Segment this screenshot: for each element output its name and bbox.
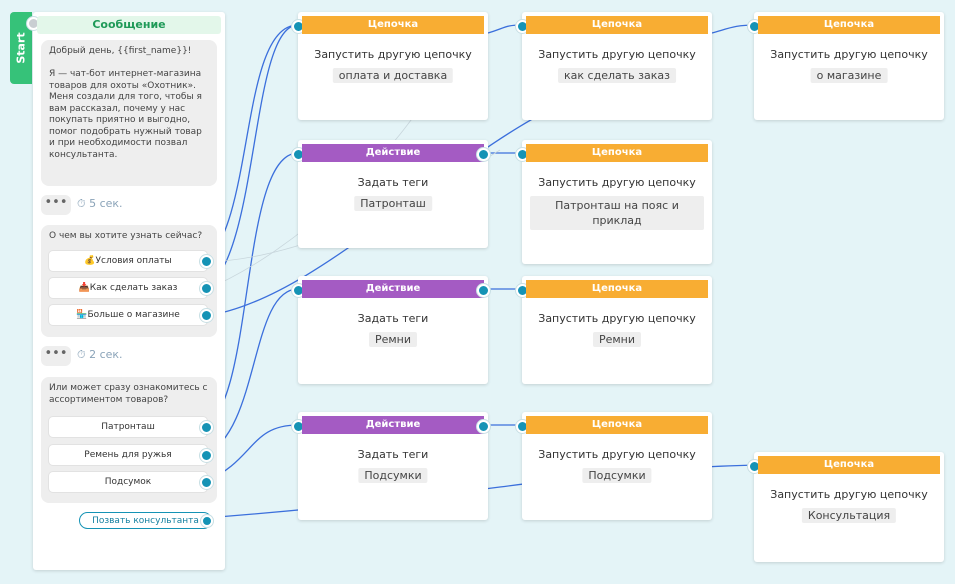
node-header: Цепочка xyxy=(758,456,940,474)
node-header: Действие xyxy=(302,144,484,162)
node-action-podsumki[interactable]: Действие Задать теги Подсумки xyxy=(292,412,490,520)
wait-duration: 5 сек. xyxy=(89,197,123,210)
message-card[interactable]: Сообщение Добрый день, {{first_name}}! Я… xyxy=(27,12,225,570)
button-label: Как сделать заказ xyxy=(89,283,178,293)
shop-icon: 🏪 xyxy=(76,310,88,320)
node-tag: Подсумки xyxy=(582,468,652,483)
node-tag: Патронташ на пояс и приклад xyxy=(530,196,704,230)
box-icon: 📥 xyxy=(78,283,90,293)
timer-readout: ⏱ 2 сек. xyxy=(77,348,123,362)
button-how-to-order[interactable]: 📥Как сделать заказ xyxy=(49,278,213,298)
node-header: Цепочка xyxy=(302,16,484,34)
wait-duration: 2 сек. xyxy=(89,348,123,361)
node-action-remni[interactable]: Действие Задать теги Ремни xyxy=(292,276,490,384)
question-1-text: О чем вы хотите узнать сейчас? xyxy=(49,231,203,241)
node-chain-consultation[interactable]: Цепочка Запустить другую цепочку Консуль… xyxy=(748,452,944,562)
stopwatch-icon: ⏱ xyxy=(77,348,86,361)
button-label: Больше о магазине xyxy=(87,310,180,320)
button-payment-terms[interactable]: 💰Условия оплаты xyxy=(49,251,213,271)
button-remen[interactable]: Ремень для ружья xyxy=(49,445,213,465)
button-about-shop[interactable]: 🏪Больше о магазине xyxy=(49,305,213,325)
node-header: Цепочка xyxy=(758,16,940,34)
node-chain-payment[interactable]: Цепочка Запустить другую цепочку оплата … xyxy=(292,12,488,120)
button-patrontash[interactable]: Патронташ xyxy=(49,417,213,437)
stopwatch-icon: ⏱ xyxy=(77,197,86,210)
node-tag: Ремни xyxy=(592,332,642,347)
node-chain-about-shop[interactable]: Цепочка Запустить другую цепочку о магаз… xyxy=(748,12,944,120)
node-title: Запустить другую цепочку xyxy=(538,448,696,461)
node-title: Запустить другую цепочку xyxy=(770,48,928,61)
message-header: Сообщение xyxy=(37,16,221,34)
button-connector[interactable] xyxy=(200,421,213,434)
button-connector[interactable] xyxy=(200,449,213,462)
start-label: Start xyxy=(14,32,28,64)
call-consultant-button[interactable]: Позвать консультанта xyxy=(79,512,213,529)
button-connector[interactable] xyxy=(200,255,213,268)
node-tag: Консультация xyxy=(801,508,897,523)
node-chain-podsumki[interactable]: Цепочка Запустить другую цепочку Подсумк… xyxy=(516,412,712,520)
node-title: Задать теги xyxy=(357,176,429,189)
start-tab[interactable]: Start xyxy=(10,12,32,84)
node-header: Цепочка xyxy=(526,16,708,34)
node-header: Цепочка xyxy=(526,144,708,162)
button-podsumok[interactable]: Подсумок xyxy=(49,472,213,492)
node-header: Действие xyxy=(302,280,484,298)
node-tag: оплата и доставка xyxy=(332,68,454,83)
node-output-connector[interactable] xyxy=(477,420,490,433)
more-dots-icon[interactable]: ••• xyxy=(41,346,71,366)
node-chain-patrontash[interactable]: Цепочка Запустить другую цепочку Патронт… xyxy=(516,140,712,264)
node-action-patrontash[interactable]: Действие Задать теги Патронташ xyxy=(292,140,490,248)
node-chain-remni[interactable]: Цепочка Запустить другую цепочку Ремни xyxy=(516,276,712,384)
node-tag: Подсумки xyxy=(358,468,428,483)
question-block-1: О чем вы хотите узнать сейчас? 💰Условия … xyxy=(41,225,217,337)
button-label: Подсумок xyxy=(104,477,152,487)
button-connector[interactable] xyxy=(200,476,213,489)
node-title: Задать теги xyxy=(357,312,429,325)
node-chain-how-to-order[interactable]: Цепочка Запустить другую цепочку как сде… xyxy=(516,12,712,120)
button-label: Позвать консультанта xyxy=(92,516,199,526)
question-2-text: Или может сразу ознакомитесь с ассортиме… xyxy=(49,383,208,405)
button-connector[interactable] xyxy=(201,515,213,527)
node-header: Цепочка xyxy=(526,416,708,434)
node-title: Запустить другую цепочку xyxy=(538,312,696,325)
node-title: Запустить другую цепочку xyxy=(538,176,696,189)
node-title: Запустить другую цепочку xyxy=(770,488,928,501)
coin-icon: 💰 xyxy=(84,256,96,266)
node-header: Цепочка xyxy=(526,280,708,298)
node-title: Запустить другую цепочку xyxy=(314,48,472,61)
button-label: Ремень для ружья xyxy=(84,450,172,460)
button-label: Условия оплаты xyxy=(95,256,172,266)
node-tag: как сделать заказ xyxy=(558,68,676,83)
button-label: Патронташ xyxy=(101,422,155,432)
timer-readout: ⏱ 5 сек. xyxy=(77,197,123,211)
node-tag: Патронташ xyxy=(354,196,432,211)
node-title: Запустить другую цепочку xyxy=(538,48,696,61)
button-connector[interactable] xyxy=(200,282,213,295)
node-title: Задать теги xyxy=(357,448,429,461)
node-output-connector[interactable] xyxy=(477,284,490,297)
node-tag: Ремни xyxy=(368,332,418,347)
question-block-2: Или может сразу ознакомитесь с ассортиме… xyxy=(41,377,217,503)
node-output-connector[interactable] xyxy=(477,148,490,161)
node-tag: о магазине xyxy=(810,68,888,83)
node-header: Действие xyxy=(302,416,484,434)
greeting-bubble: Добрый день, {{first_name}}! Я — чат-бот… xyxy=(41,40,217,186)
button-connector[interactable] xyxy=(200,309,213,322)
more-dots-icon[interactable]: ••• xyxy=(41,195,71,215)
